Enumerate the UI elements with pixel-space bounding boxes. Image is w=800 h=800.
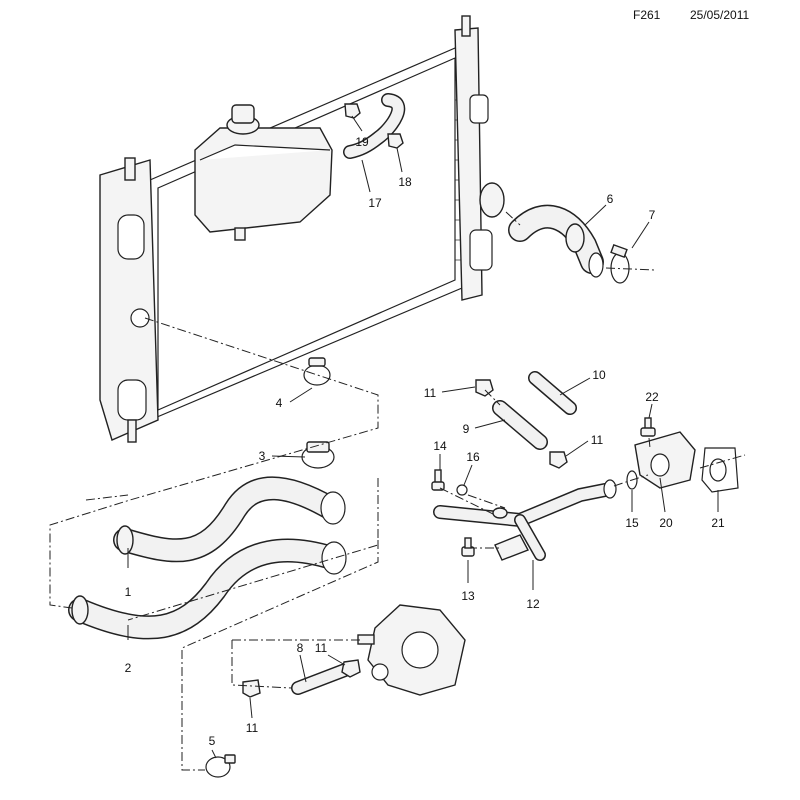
outlet-flange	[401, 631, 439, 669]
housing-20-port	[650, 453, 670, 477]
callout-11-right: 11	[591, 433, 604, 447]
hose-1	[113, 476, 346, 563]
housing-20	[634, 431, 696, 489]
left-tank-boss-lower	[117, 379, 147, 421]
callout-21: 21	[711, 516, 725, 530]
radiator-core-inner	[157, 57, 456, 411]
hose-9	[492, 400, 548, 450]
left-tank-boss-upper	[117, 214, 145, 260]
expansion-tank-outlet	[234, 227, 246, 241]
callout-11-lower-left: 11	[246, 721, 259, 735]
callout-6: 6	[607, 192, 614, 206]
callout-labels: 1 2 3 4 5 6 7 8 9 10 11 11 11 11 12 13 1…	[125, 135, 725, 748]
left-tank-pin-bottom	[127, 419, 137, 443]
hose-8	[291, 663, 352, 695]
clip-18	[387, 133, 404, 149]
clip-11-lower-left	[242, 679, 261, 698]
callout-11-lower-right: 11	[315, 641, 328, 655]
pipe-12	[433, 479, 617, 561]
expansion-tank	[194, 104, 333, 241]
outlet-nipple	[357, 634, 375, 645]
clamp-5	[205, 754, 236, 778]
outlet-port	[371, 663, 389, 681]
water-outlet-housing	[357, 604, 466, 696]
pipe-12-end	[603, 479, 617, 499]
right-tank-bracket	[469, 229, 493, 271]
hose-6	[508, 204, 604, 278]
assembly-lines	[49, 211, 746, 771]
callout-9: 9	[463, 422, 470, 436]
washer-16	[456, 484, 468, 496]
right-tank-pin-top	[461, 15, 471, 37]
callout-4: 4	[276, 396, 283, 410]
callout-8: 8	[297, 641, 304, 655]
callout-7: 7	[649, 208, 656, 222]
hose-17	[343, 93, 406, 159]
hose-2-end-right	[321, 541, 347, 575]
figure-code: F261	[633, 8, 661, 22]
callout-13: 13	[461, 589, 475, 603]
hose-2-end-left	[71, 595, 89, 625]
right-tank-clip	[469, 94, 489, 124]
callout-12: 12	[526, 597, 540, 611]
hose-6-end	[588, 252, 604, 278]
callout-11-upper: 11	[424, 386, 437, 400]
clamp-7	[610, 243, 630, 284]
clamp-4	[303, 357, 331, 386]
callout-16: 16	[466, 450, 480, 464]
callout-2: 2	[125, 661, 132, 675]
clip-11-lower-right	[341, 659, 361, 678]
callout-5: 5	[209, 734, 216, 748]
callout-19: 19	[355, 135, 369, 149]
gasket-21	[701, 447, 739, 493]
hose-1-end-left	[116, 525, 134, 555]
pipe-12-bracket	[494, 534, 529, 561]
hose-6-collar	[565, 223, 585, 253]
figure-date: 25/05/2011	[690, 8, 750, 22]
callout-17: 17	[368, 196, 382, 210]
radiator-upper-inlet	[479, 182, 505, 218]
clip-11-upper	[475, 379, 494, 397]
left-tank-pin-top	[124, 157, 136, 181]
callout-3: 3	[259, 449, 266, 463]
hose-2	[68, 538, 347, 640]
expansion-tank-seam	[199, 144, 331, 161]
bolt-13	[461, 537, 475, 557]
hose-10	[528, 371, 577, 415]
callout-1: 1	[125, 585, 132, 599]
left-tank-outlet	[130, 308, 150, 328]
clip-11-right	[549, 451, 568, 469]
callout-22: 22	[645, 390, 659, 404]
expansion-tank-cap-top	[231, 104, 255, 124]
leader-lines	[127, 115, 719, 759]
callout-20: 20	[659, 516, 673, 530]
pipe-12-grommet	[492, 507, 508, 519]
callout-14: 14	[433, 439, 447, 453]
clamp-3	[301, 441, 335, 469]
callout-10: 10	[592, 368, 606, 382]
bolt-14	[431, 469, 445, 491]
hose-1-end-right	[320, 491, 346, 525]
callout-18: 18	[398, 175, 412, 189]
callout-15: 15	[625, 516, 639, 530]
bolt-22	[640, 417, 656, 437]
radiator	[99, 15, 505, 443]
clip-19	[344, 103, 361, 119]
